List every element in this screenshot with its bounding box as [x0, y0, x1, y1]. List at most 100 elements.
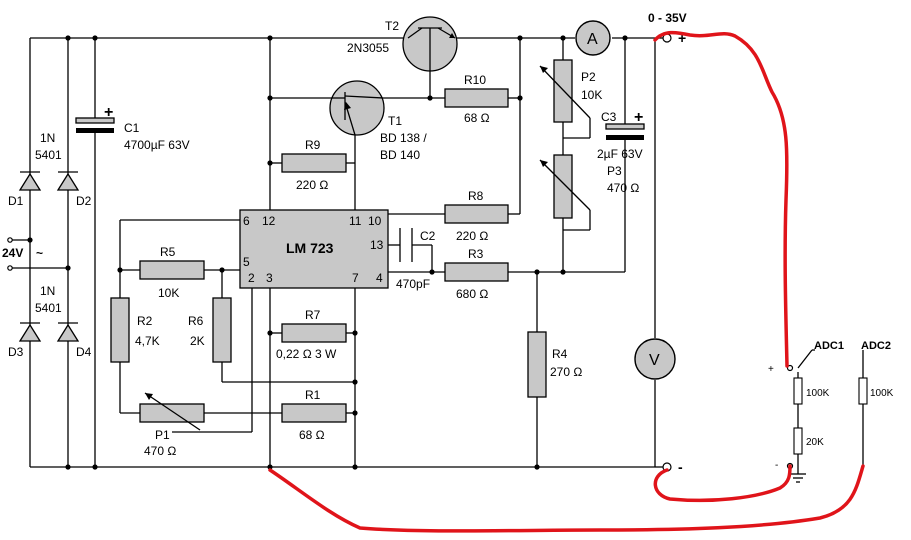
junction-dots	[27, 35, 628, 470]
R4-value: 270 Ω	[550, 365, 582, 379]
adc1-label: ADC1	[814, 340, 844, 352]
output-plus-label: +	[678, 30, 686, 46]
added-red-wiring	[268, 30, 865, 533]
input-terminal-2	[7, 265, 13, 271]
potentiometer-P3	[539, 154, 591, 219]
P2-value: 10K	[581, 88, 602, 102]
R7-label: R7	[305, 308, 321, 322]
ic-pin-6: 6	[243, 214, 250, 228]
P1-value: 470 Ω	[144, 444, 176, 458]
capacitor-C1	[75, 117, 115, 133]
resistor-R7	[281, 323, 347, 343]
transistor-T1	[329, 80, 385, 136]
resistor-R3	[444, 262, 509, 282]
ic-pin-4: 4	[376, 271, 383, 285]
ic-pin-11: 11	[349, 214, 362, 228]
diode-D4-label: D4	[76, 345, 92, 359]
R6-label: R6	[188, 314, 204, 328]
wiring	[12, 37, 656, 468]
R5-label: R5	[160, 245, 176, 259]
ic-pin-10: 10	[368, 214, 382, 228]
C1-label: C1	[124, 121, 140, 135]
R1-label: R1	[305, 388, 321, 402]
C3-label: C3	[601, 110, 617, 124]
C2-value: 470pF	[396, 277, 430, 291]
ic-pin-13: 13	[370, 238, 384, 252]
adc-r-bottom: 20K	[806, 437, 824, 448]
R6-value: 2K	[190, 334, 205, 348]
diode-type-bottom-2: 5401	[35, 301, 62, 315]
ic-pin-12: 12	[262, 214, 276, 228]
R5-value: 10K	[158, 286, 179, 300]
diode-type-top-2: 5401	[35, 148, 62, 162]
P2-label: P2	[581, 70, 596, 84]
ic-pin-5: 5	[243, 255, 250, 269]
resistor-R5	[139, 260, 205, 280]
R9-label: R9	[305, 138, 321, 152]
ammeter-symbol: A	[587, 31, 598, 48]
input-terminal-1	[7, 237, 13, 243]
C3-polarity: +	[634, 109, 643, 126]
adc-minus-label: -	[775, 460, 778, 471]
adc-terminal-plus	[786, 364, 794, 372]
ammeter: A	[575, 20, 611, 56]
input-ac-symbol: ~	[36, 246, 43, 260]
adc-divider	[790, 349, 868, 483]
C1-polarity: +	[104, 104, 113, 121]
T1-type-1: BD 138 /	[380, 131, 427, 145]
diode-D2-label: D2	[76, 194, 92, 208]
R3-value: 680 Ω	[456, 287, 488, 301]
output-minus-label: -	[678, 459, 683, 475]
resistor-R2	[110, 297, 130, 363]
voltmeter-symbol: V	[649, 352, 660, 369]
capacitor-C3	[605, 123, 645, 140]
R8-label: R8	[468, 189, 484, 203]
adc-plus-label: +	[768, 364, 774, 375]
T1-label: T1	[388, 114, 402, 128]
diode-D1-label: D1	[8, 194, 24, 208]
resistor-R8	[444, 204, 509, 224]
P3-label: P3	[607, 164, 622, 178]
C1-value: 4700µF 63V	[124, 138, 190, 152]
T2-type: 2N3055	[347, 41, 389, 55]
P1-label: P1	[155, 428, 170, 442]
diode-D2	[56, 171, 80, 191]
diode-D3-label: D3	[8, 345, 24, 359]
T2-label: T2	[385, 19, 399, 33]
transistor-T2	[402, 16, 458, 75]
C2-label: C2	[420, 229, 436, 243]
ic-name: LM 723	[286, 240, 334, 256]
potentiometer-P2	[539, 59, 591, 123]
R4-label: R4	[552, 347, 568, 361]
diode-type-top-1: 1N	[40, 131, 55, 145]
adc-r-top: 100K	[806, 388, 830, 399]
diode-type-bottom-1: 1N	[40, 284, 55, 298]
resistor-R9	[281, 153, 347, 173]
T1-type-2: BD 140	[380, 148, 420, 162]
voltmeter: V	[634, 338, 676, 380]
ic-pin-3: 3	[266, 271, 273, 285]
ic-pin-7: 7	[352, 271, 359, 285]
R8-value: 220 Ω	[456, 229, 488, 243]
resistor-R1	[281, 403, 347, 423]
input-voltage-label: 24V	[2, 246, 23, 260]
diode-D4	[56, 322, 80, 342]
R9-value: 220 Ω	[296, 178, 328, 192]
R3-label: R3	[468, 247, 484, 261]
output-range-label: 0 - 35V	[648, 11, 687, 25]
R2-value: 4,7K	[135, 334, 160, 348]
resistor-R6	[212, 297, 232, 363]
adc2-label: ADC2	[861, 340, 891, 352]
ic-pin-2: 2	[248, 271, 255, 285]
adc2-r: 100K	[870, 388, 894, 399]
resistor-R4	[527, 331, 547, 398]
P3-value: 470 Ω	[607, 181, 639, 195]
R7-value: 0,22 Ω 3 W	[276, 347, 337, 361]
potentiometer-P1	[139, 392, 205, 431]
diode-D3	[18, 322, 42, 342]
diode-D1	[18, 171, 42, 191]
ic-lm723: LM 723 6 12 11 10 13 5 2 3 7 4	[239, 209, 389, 289]
resistor-R10	[444, 88, 509, 108]
R1-value: 68 Ω	[299, 428, 325, 442]
